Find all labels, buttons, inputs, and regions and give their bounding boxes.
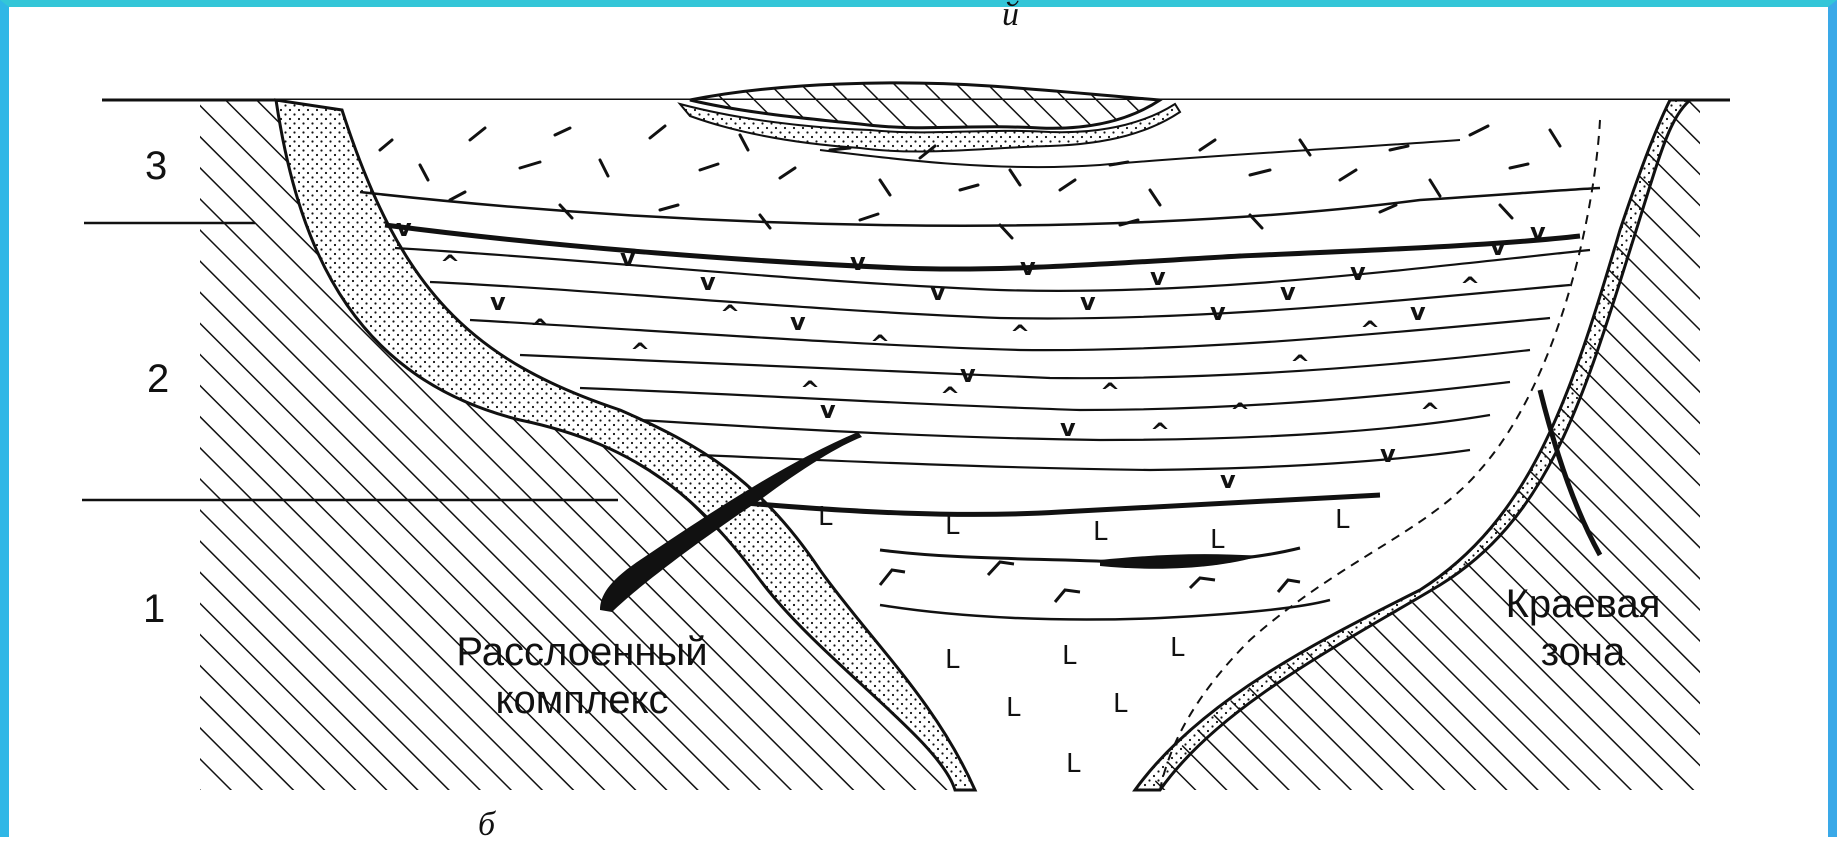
- symbol-v: v: [790, 308, 806, 336]
- symbol-caret: ^: [630, 338, 650, 366]
- symbol-v: v: [1080, 288, 1096, 316]
- symbol-v: v: [1530, 218, 1546, 246]
- symbol-v: v: [396, 214, 412, 242]
- symbol-caret: ^: [1360, 316, 1380, 344]
- layered-complex-caption: Расслоенный комплекс: [412, 628, 752, 724]
- layered-complex-caption-line2: комплекс: [412, 676, 752, 724]
- symbol-caret: ^: [440, 250, 460, 278]
- marginal-zone-caption-line1: Краевая: [1468, 580, 1698, 628]
- symbol-l: L: [1066, 749, 1081, 779]
- symbol-v: v: [1220, 466, 1236, 494]
- symbol-caret: ^: [870, 330, 890, 358]
- symbol-caret: ^: [720, 300, 740, 328]
- marginal-zone-caption-line2: зона: [1468, 628, 1698, 676]
- symbol-v: v: [700, 268, 716, 296]
- symbol-v: v: [1150, 263, 1166, 291]
- symbol-v: v: [1060, 414, 1076, 442]
- symbol-caret: ^: [1460, 272, 1480, 300]
- symbol-l: L: [945, 645, 960, 675]
- symbol-caret: ^: [800, 376, 820, 404]
- symbol-caret: ^: [1290, 350, 1310, 378]
- symbol-caret: ^: [1100, 378, 1120, 406]
- symbol-v: v: [490, 288, 506, 316]
- symbol-v: v: [1020, 253, 1036, 281]
- symbol-v: v: [930, 278, 946, 306]
- symbol-v: v: [850, 248, 866, 276]
- symbol-l: L: [1170, 633, 1185, 663]
- symbol-v: v: [1280, 278, 1296, 306]
- symbol-v: v: [960, 360, 976, 388]
- symbol-v: v: [1210, 298, 1226, 326]
- symbol-caret: ^: [1010, 320, 1030, 348]
- symbol-caret: ^: [1230, 398, 1250, 426]
- symbol-caret: ^: [1150, 418, 1170, 446]
- symbol-caret: ^: [530, 314, 550, 342]
- marginal-zone-caption: Краевая зона: [1468, 580, 1698, 676]
- symbol-v: v: [1350, 258, 1366, 286]
- zone-label-1: 1: [143, 587, 165, 632]
- symbol-l: L: [1335, 505, 1350, 535]
- symbol-v: v: [820, 396, 836, 424]
- symbol-l: L: [1006, 693, 1021, 723]
- symbol-caret: ^: [1420, 398, 1440, 426]
- symbol-l: L: [1210, 525, 1225, 555]
- symbol-l: L: [818, 502, 833, 532]
- symbol-v: v: [1490, 233, 1506, 261]
- layered-complex-caption-line1: Расслоенный: [412, 628, 752, 676]
- zone-label-2: 2: [147, 357, 169, 402]
- symbol-l: L: [945, 511, 960, 541]
- symbol-l: L: [1113, 689, 1128, 719]
- symbol-v: v: [1380, 440, 1396, 468]
- symbol-l: L: [1062, 641, 1077, 671]
- zone-label-3: 3: [145, 144, 167, 189]
- symbol-v: v: [620, 244, 636, 272]
- symbol-caret: ^: [940, 382, 960, 410]
- symbol-v: v: [1410, 298, 1426, 326]
- symbol-l: L: [1093, 517, 1108, 547]
